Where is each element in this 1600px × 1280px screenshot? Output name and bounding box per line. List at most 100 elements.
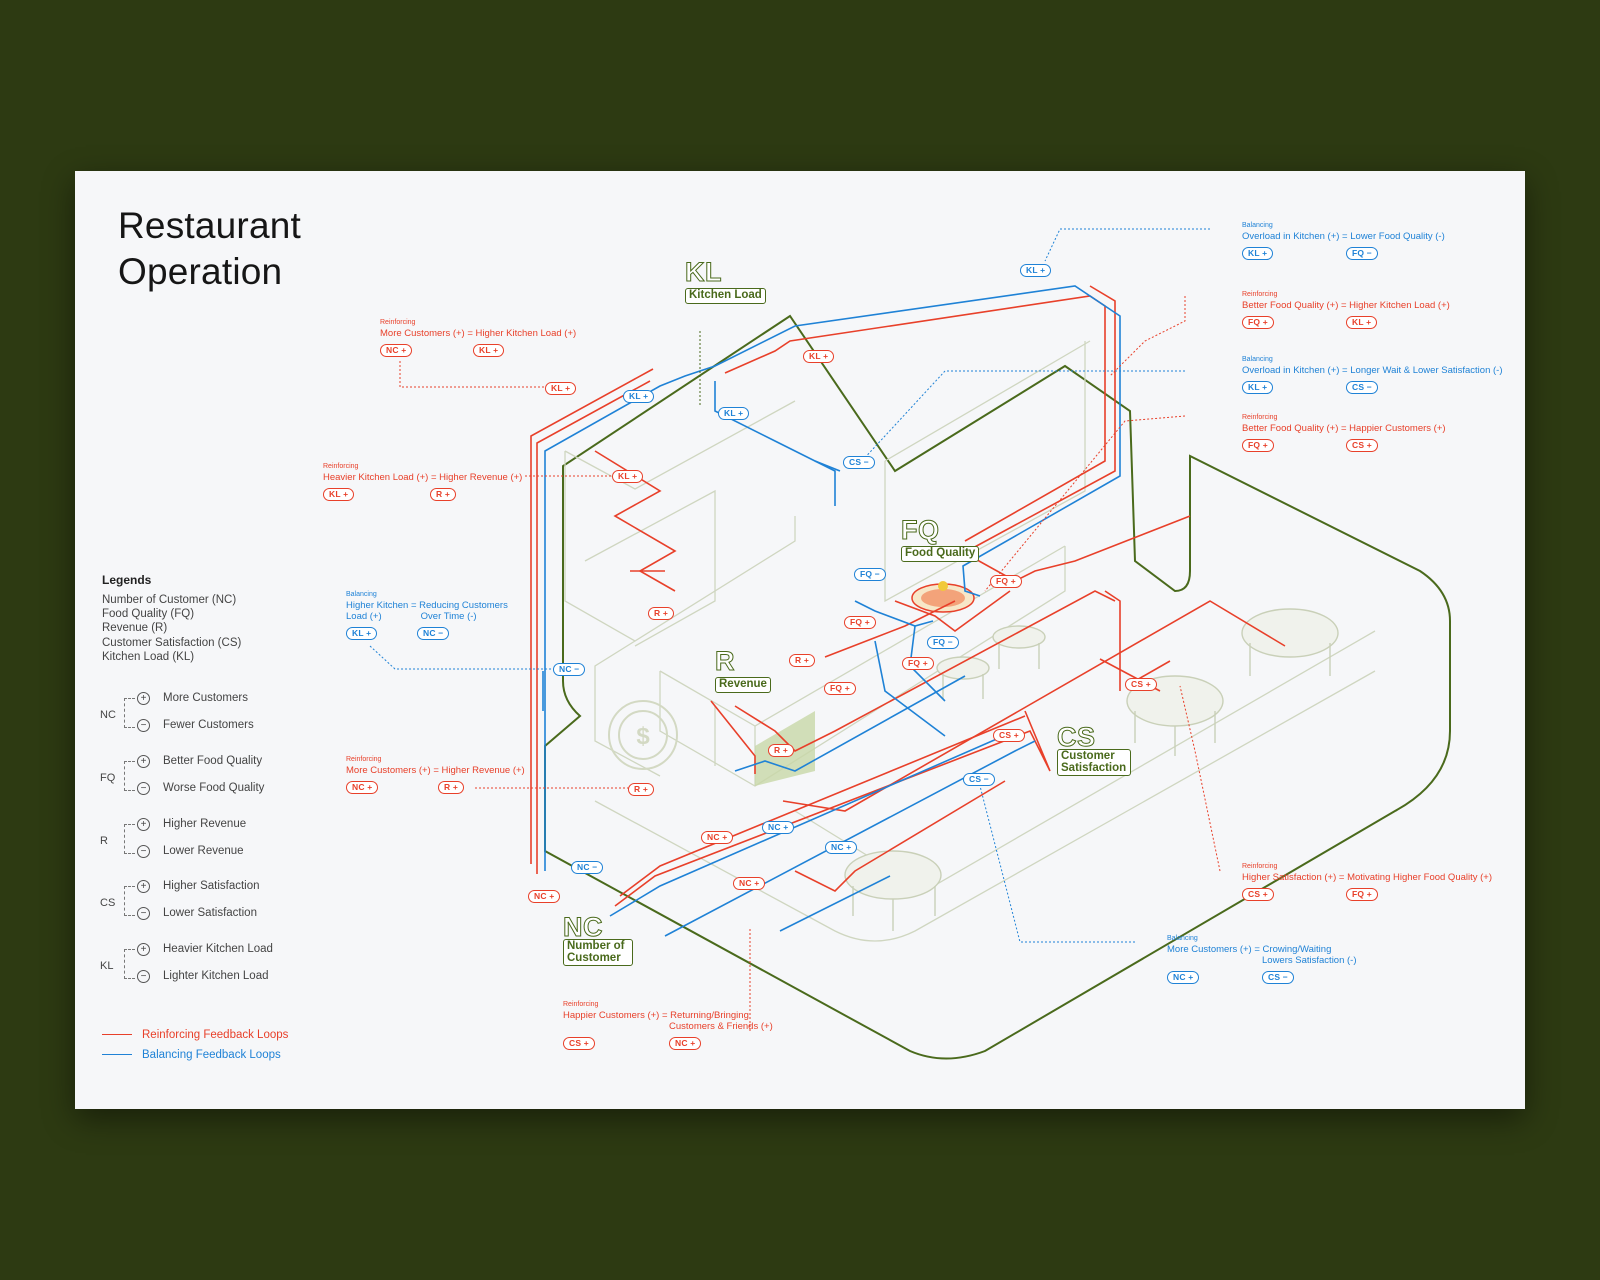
page-title: Restaurant Operation bbox=[118, 203, 301, 295]
path-pill: FQ − bbox=[854, 568, 886, 581]
node-name: Kitchen Load bbox=[685, 288, 766, 304]
badge: CS + bbox=[563, 1037, 595, 1050]
annotation-nc-kl: Reinforcing More Customers (+) = Higher … bbox=[380, 319, 576, 358]
path-pill: KL + bbox=[803, 350, 835, 363]
loop-kind: Reinforcing bbox=[563, 1001, 599, 1008]
loop-kind: Balancing bbox=[1242, 356, 1273, 363]
legend-plus-label: Higher Satisfaction bbox=[163, 880, 260, 892]
legend-minus-label: Lower Satisfaction bbox=[163, 907, 257, 919]
loop-kind: Reinforcing bbox=[323, 463, 359, 470]
annotation-cs-fq: Reinforcing Higher Satisfaction (+) = Mo… bbox=[1242, 863, 1492, 902]
annotation-fq-kl: Reinforcing Better Food Quality (+) = Hi… bbox=[1242, 291, 1450, 330]
legend-def-fq: Food Quality (FQ) bbox=[102, 608, 195, 621]
red-line-icon bbox=[102, 1034, 132, 1036]
legend-minus-label: Worse Food Quality bbox=[163, 782, 265, 794]
interior-structures bbox=[564, 340, 1376, 942]
minus-icon: − bbox=[137, 845, 150, 858]
loop-kind: Reinforcing bbox=[346, 756, 382, 763]
loop-description: Better Food Quality (+) = Higher Kitchen… bbox=[1242, 300, 1450, 311]
badge: CS − bbox=[1346, 381, 1378, 394]
loop-kind: Balancing bbox=[1242, 222, 1273, 229]
legend-def-nc: Number of Customer (NC) bbox=[102, 594, 237, 606]
loop-description: More Customers (+) = Higher Kitchen Load… bbox=[380, 328, 577, 339]
loop-description: Load (+) bbox=[346, 611, 382, 622]
loop-kind: Reinforcing bbox=[380, 319, 416, 326]
loop-description: Overload in Kitchen (+) = Lower Food Qua… bbox=[1242, 231, 1445, 242]
minus-icon: − bbox=[137, 970, 150, 983]
balancing-loop-label: Balancing Feedback Loops bbox=[142, 1049, 281, 1061]
loop-description: Higher Satisfaction (+) = Motivating Hig… bbox=[1242, 872, 1493, 883]
loop-description: Lowers Satisfaction (-) bbox=[1262, 955, 1357, 966]
plus-icon: + bbox=[137, 943, 150, 956]
legend-plus-label: Higher Revenue bbox=[163, 818, 247, 830]
path-pill: FQ + bbox=[902, 657, 934, 670]
annotation-kl-nc: Balancing Higher Kitchen = Reducing Cust… bbox=[346, 591, 508, 640]
path-pill: NC − bbox=[553, 663, 586, 676]
path-pill: NC + bbox=[701, 831, 734, 844]
path-pill: NC + bbox=[528, 890, 561, 903]
furniture-legs bbox=[852, 643, 1331, 931]
legend-plus-label: Better Food Quality bbox=[163, 755, 263, 767]
loop-kind: Reinforcing bbox=[1242, 863, 1278, 870]
loop-description: Customers & Friends (+) bbox=[669, 1021, 773, 1032]
path-pill: FQ − bbox=[927, 636, 959, 649]
node-name: Number of Customer bbox=[563, 939, 633, 966]
legend-code: FQ bbox=[100, 772, 116, 784]
legend-brace bbox=[124, 761, 135, 791]
badge: FQ + bbox=[1242, 439, 1274, 452]
path-pill: CS + bbox=[993, 729, 1025, 742]
legend-brace bbox=[124, 886, 135, 916]
blue-line-icon bbox=[102, 1054, 132, 1056]
badge: CS − bbox=[1262, 971, 1294, 984]
loop-kind: Balancing bbox=[346, 591, 377, 598]
node-code: KL bbox=[685, 257, 722, 287]
annotation-kl-fq: Balancing Overload in Kitchen (+) = Lowe… bbox=[1242, 222, 1445, 261]
badge: CS + bbox=[1242, 888, 1274, 901]
minus-icon: − bbox=[137, 907, 150, 920]
loop-description: Happier Customers (+) = Returning/Bringi… bbox=[563, 1010, 749, 1021]
path-pill: NC + bbox=[762, 821, 795, 834]
annotation-kl-r: Reinforcing Heavier Kitchen Load (+) = H… bbox=[323, 463, 522, 502]
badge: NC + bbox=[380, 344, 413, 357]
node-number-of-customer: NC Number of Customer bbox=[563, 912, 633, 966]
plus-icon: + bbox=[137, 818, 150, 831]
badge: KL + bbox=[323, 488, 355, 501]
path-pill: FQ + bbox=[990, 575, 1022, 588]
legend-brace bbox=[124, 824, 135, 854]
badge: FQ + bbox=[1346, 888, 1378, 901]
path-pill: R + bbox=[648, 607, 675, 620]
badge: KL + bbox=[1346, 316, 1378, 329]
path-pill: KL + bbox=[1020, 264, 1052, 277]
path-pill: R + bbox=[768, 744, 795, 757]
path-pill: FQ + bbox=[844, 616, 876, 629]
path-pill: NC − bbox=[571, 861, 604, 874]
node-customer-satisfaction: CS Customer Satisfaction bbox=[1057, 722, 1131, 776]
loop-description: Higher Kitchen bbox=[346, 600, 409, 611]
annotation-fq-cs: Reinforcing Better Food Quality (+) = Ha… bbox=[1242, 414, 1446, 453]
annotation-cs-nc: Reinforcing Happier Customers (+) = Retu… bbox=[563, 1001, 773, 1051]
food-plate-icon bbox=[911, 581, 975, 613]
diagram-card: $ bbox=[75, 171, 1525, 1109]
legend-minus-label: Fewer Customers bbox=[163, 719, 254, 731]
badge: NC + bbox=[669, 1037, 702, 1050]
legend-code: NC bbox=[100, 709, 116, 721]
path-pill: CS + bbox=[1125, 678, 1157, 691]
annotation-nc-cs: Balancing More Customers (+) = Crowing/W… bbox=[1167, 935, 1357, 985]
node-kitchen-load: KL Kitchen Load bbox=[685, 257, 766, 304]
badge: CS + bbox=[1346, 439, 1378, 452]
badge: NC + bbox=[346, 781, 379, 794]
legend-def-cs: Customer Satisfaction (CS) bbox=[102, 636, 242, 649]
node-code: NC bbox=[563, 912, 604, 942]
loop-description: Heavier Kitchen Load (+) = Higher Revenu… bbox=[323, 472, 523, 483]
minus-icon: − bbox=[137, 782, 150, 795]
loop-kind: Balancing bbox=[1167, 935, 1198, 942]
annotation-nc-r: Reinforcing More Customers (+) = Higher … bbox=[346, 756, 525, 795]
loop-description: More Customers (+) = Higher Revenue (+) bbox=[346, 765, 525, 776]
badge: FQ + bbox=[1242, 316, 1274, 329]
legend-def-r: Revenue (R) bbox=[102, 622, 168, 635]
node-code: CS bbox=[1057, 722, 1096, 752]
title-line-1: Restaurant bbox=[118, 205, 301, 246]
dollar-coin-icon: $ bbox=[608, 700, 678, 770]
annotation-kl-cs: Balancing Overload in Kitchen (+) = Long… bbox=[1242, 356, 1503, 395]
legend-brace bbox=[124, 698, 135, 728]
